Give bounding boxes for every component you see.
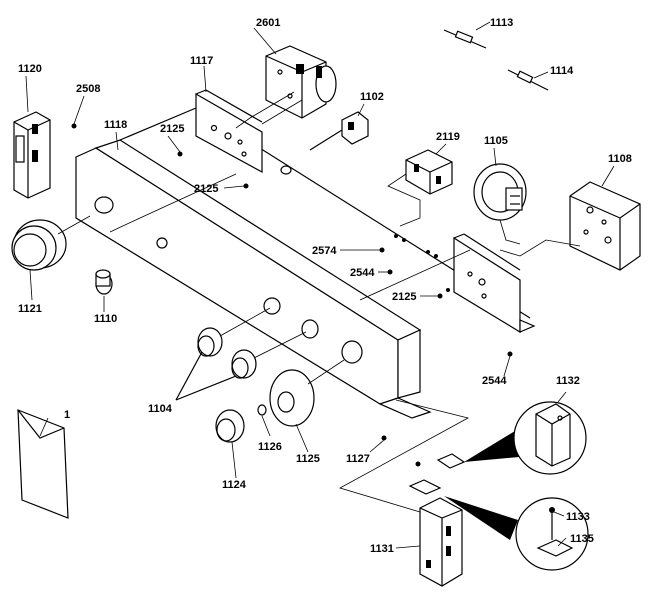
- bracket-1131: [408, 453, 466, 587]
- knob-1121: [11, 215, 91, 271]
- pressure-switch-1105: [473, 163, 527, 245]
- callout-1133: [444, 496, 589, 571]
- label-1113: 1113: [490, 17, 513, 29]
- label-1110: 1110: [94, 313, 117, 325]
- label-1124: 1124: [222, 479, 247, 491]
- switch-1102: [309, 111, 369, 151]
- label-2544-a: 2544: [350, 267, 375, 279]
- switch-box-1108: [499, 181, 641, 271]
- socket-2119: [387, 149, 453, 227]
- label-1104: 1104: [148, 403, 173, 415]
- label-2125-c: 2125: [392, 291, 416, 303]
- wire-1114: [507, 69, 549, 91]
- label-1131: 1131: [370, 543, 394, 555]
- label-1120: 1120: [18, 63, 42, 75]
- rear-frame: [109, 89, 536, 513]
- label-2574: 2574: [312, 245, 337, 257]
- knobs-1104: [175, 307, 307, 401]
- label-2119: 2119: [436, 131, 460, 143]
- label-1102: 1102: [360, 91, 384, 103]
- label-2544-b: 2544: [482, 375, 507, 387]
- label-1133: 1133: [566, 511, 590, 523]
- label-1117: 1117: [190, 55, 213, 67]
- label-1: 1: [64, 409, 70, 421]
- label-1105: 1105: [484, 135, 508, 147]
- label-2125-b: 2125: [194, 183, 218, 195]
- label-1108: 1108: [608, 153, 632, 165]
- wire-1113: [443, 29, 487, 49]
- dial-1125: [269, 359, 345, 427]
- timer-2601: [235, 45, 337, 129]
- label-2508: 2508: [76, 83, 100, 95]
- washer-1126: [257, 404, 267, 416]
- bracket-1120: [13, 111, 51, 199]
- label-1127: 1127: [346, 453, 370, 465]
- screws: [71, 123, 513, 441]
- control-panel-1118: [75, 139, 432, 419]
- label-1125: 1125: [296, 453, 320, 465]
- callout-1132: [464, 401, 587, 475]
- label-1126: 1126: [258, 441, 282, 453]
- label-1135: 1135: [570, 533, 594, 545]
- leader-lines: [25, 21, 615, 549]
- label-2601: 2601: [256, 17, 280, 29]
- knob-1124: [215, 409, 245, 443]
- part-labels: 1120 2508 1118 1117 2125 2601 1102 1113 …: [18, 17, 632, 555]
- button-1110: [95, 269, 113, 295]
- label-1121: 1121: [18, 303, 42, 315]
- label-2125-a: 2125: [160, 123, 184, 135]
- manual-1: [17, 409, 69, 519]
- label-1118: 1118: [104, 119, 127, 131]
- label-1114: 1114: [550, 65, 574, 77]
- label-1132: 1132: [556, 375, 580, 387]
